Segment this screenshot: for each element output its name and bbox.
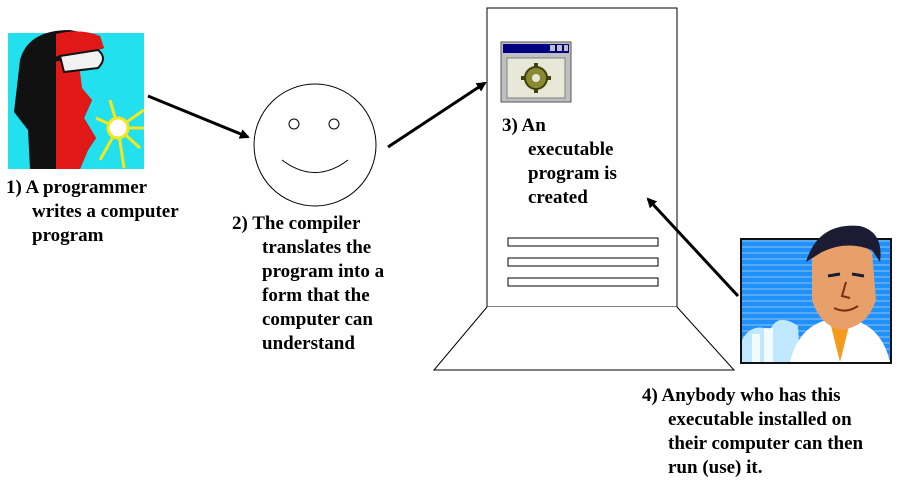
step-2-line-1: The compiler	[252, 213, 361, 234]
programmer-clipart-icon	[8, 30, 145, 169]
step-1-line-1: A programmer	[25, 177, 148, 198]
step-3-line-3: program is	[528, 163, 617, 184]
step-3-line-2: executable	[528, 139, 614, 160]
step-2-line-2: translates the	[262, 237, 372, 258]
arrow-compiler-to-computer	[387, 81, 487, 149]
step-3-line-4: created	[528, 187, 588, 208]
step-4-line-2: executable installed on	[668, 409, 852, 430]
step-2-line-5: computer can	[262, 309, 373, 330]
step-3-number: 3)	[502, 115, 518, 136]
step-4-number: 4)	[642, 385, 658, 406]
arrow-user-to-executable	[646, 197, 740, 298]
program-window-gear-icon	[500, 41, 572, 103]
step-4-line-3: their computer can then	[668, 433, 864, 454]
drive-slot	[507, 277, 659, 287]
step-1-number: 1)	[6, 177, 22, 198]
drive-slot	[507, 237, 659, 247]
drive-slot	[507, 257, 659, 267]
step-2-line-4: form that the	[262, 285, 370, 306]
step-4-line-4: run (use) it.	[668, 457, 763, 478]
step-2-caption: 2) The compiler translates the program i…	[232, 212, 384, 356]
businessman-clipart-icon	[740, 225, 892, 364]
step-1-line-2: writes a computer	[32, 201, 179, 222]
step-2-line-6: understand	[262, 333, 355, 354]
step-1-caption: 1) A programmer writes a computer progra…	[6, 176, 179, 248]
step-1-line-3: program	[32, 225, 104, 246]
step-3-caption: 3) An executable program is created	[502, 114, 617, 210]
step-3-line-1: An	[521, 115, 546, 136]
arrow-programmer-to-compiler	[147, 94, 250, 139]
step-4-line-1: Anybody who has this	[661, 385, 841, 406]
smiley-face-icon	[253, 83, 377, 207]
step-2-number: 2)	[232, 213, 248, 234]
step-2-line-3: program into a	[262, 261, 385, 282]
step-4-caption: 4) Anybody who has this executable insta…	[642, 384, 863, 480]
